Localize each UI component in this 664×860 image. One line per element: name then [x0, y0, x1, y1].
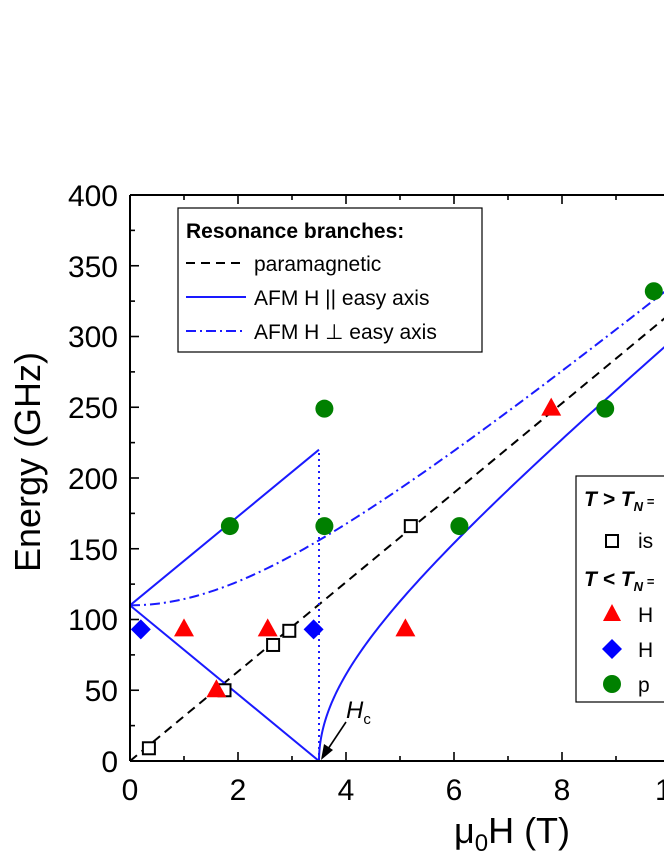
legend-resonance-branches: Resonance branches: paramagnetic AFM H |… [177, 207, 483, 353]
data-point-circle [315, 517, 334, 536]
afm-parallel-lower-branch [130, 604, 320, 761]
y-tick-label: 0 [101, 746, 118, 779]
data-point-triangle [395, 618, 416, 637]
data-point-triangle [206, 679, 227, 698]
x-tick-labels: 0 2 4 6 8 1 [122, 774, 664, 807]
x-axis-label-rest: H (T) [488, 810, 570, 851]
data-point-square [266, 637, 281, 652]
data-point-triangle [541, 397, 562, 416]
x-axis-label-mu: μ [454, 810, 475, 851]
hc-arrow-head [321, 744, 333, 760]
legend-marker-open-square [605, 534, 619, 548]
x-tick-label: 6 [446, 774, 463, 807]
hc-arrow-shaft [325, 721, 347, 753]
data-point-diamond [130, 619, 151, 640]
y-tick-label: 150 [68, 534, 118, 567]
legend-heading-below-tn-sub: N [634, 579, 644, 594]
y-tick-label: 250 [68, 392, 118, 425]
x-tick-label: 2 [230, 774, 247, 807]
y-tick-label: 100 [68, 604, 118, 637]
x-tick-label: 1 [655, 774, 664, 807]
y-tick-label: 350 [68, 251, 118, 284]
legend-markers: T > TN = is T < TN = H H p [575, 475, 664, 703]
data-point-diamond [303, 619, 324, 640]
data-point-square [141, 741, 156, 756]
legend-label-triangle: H [638, 604, 653, 627]
legend-marker-triangle [603, 604, 621, 621]
x-tick-label: 0 [122, 774, 139, 807]
y-tick-label: 400 [68, 180, 118, 213]
data-point-triangle [257, 618, 278, 637]
legend-markers-box [575, 475, 664, 703]
afm-spin-flop-branch [318, 346, 664, 761]
legend-heading-below-tn: T < TN = [584, 568, 655, 594]
legend-label-circle: p [638, 674, 650, 697]
legend-marker-diamond [602, 639, 622, 659]
afm-perp-branch [130, 290, 664, 607]
legend-marker-circle [603, 675, 621, 693]
data-point-triangle [174, 618, 194, 637]
legend-label-paramagnetic: paramagnetic [254, 253, 381, 276]
y-axis-label: Energy (GHz) [7, 352, 48, 572]
y-tick-label: 200 [68, 463, 118, 496]
hc-annotation: Hc [346, 697, 371, 728]
hc-annotation-h: H [346, 697, 364, 724]
legend-heading-above-tn: T > TN = [584, 488, 655, 514]
data-point-square [282, 623, 297, 638]
legend-label-afm-parallel: AFM H || easy axis [254, 287, 429, 310]
legend-title: Resonance branches: [186, 220, 404, 243]
legend-heading-above-tn-main: T > T [584, 488, 636, 511]
data-point-square [403, 519, 418, 534]
legend-heading-below-tn-main: T < T [584, 568, 636, 591]
legend-label-afm-perp: AFM H ⊥ easy axis [254, 321, 437, 344]
legend-label-diamond: H [638, 639, 653, 662]
legend-heading-above-tn-sub: N [634, 499, 644, 514]
legend-box [177, 207, 483, 353]
y-tick-label: 300 [68, 321, 118, 354]
data-point-circle [315, 399, 334, 418]
x-tick-label: 8 [554, 774, 571, 807]
data-point-circle [644, 282, 663, 301]
legend-heading-below-tn-rest: = [643, 574, 655, 589]
x-axis-label: μ0H (T) [454, 810, 570, 857]
legend-label-square: is [638, 530, 653, 553]
data-point-circle [450, 517, 469, 536]
y-tick-label: 50 [85, 675, 118, 708]
data-point-circle [220, 517, 239, 536]
hc-annotation-sub: c [363, 711, 371, 728]
ticks [129, 194, 617, 762]
data-point-circle [596, 399, 615, 418]
y-tick-labels: 0 50 100 150 200 250 300 350 400 [68, 180, 118, 779]
legend-heading-above-tn-rest: = [643, 494, 655, 509]
x-axis-label-sub: 0 [475, 830, 488, 857]
x-tick-label: 4 [338, 774, 355, 807]
data-markers [130, 282, 663, 756]
